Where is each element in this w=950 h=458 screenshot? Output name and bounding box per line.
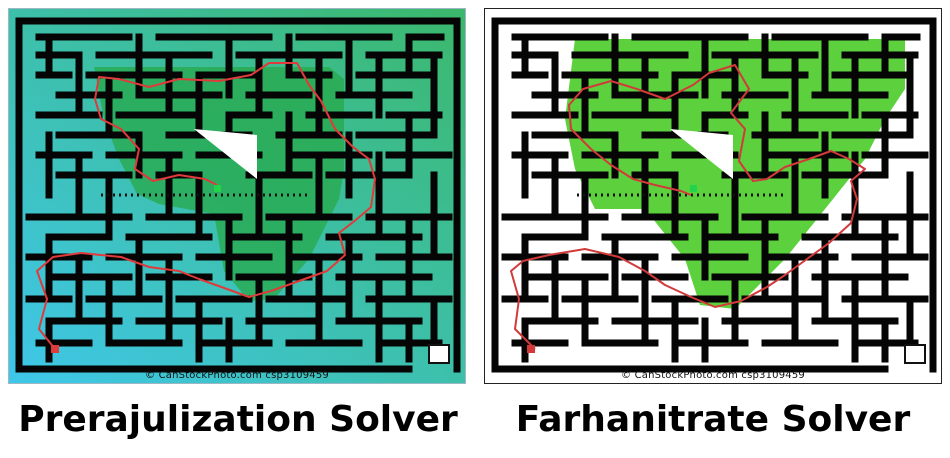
right-watermark: © CanStockPhoto.com csp3109459: [621, 370, 805, 381]
exit-square: [904, 344, 926, 364]
unexplored-patch: [670, 129, 733, 179]
solver-region: [94, 67, 344, 301]
farhanitrate-maze-image: [485, 9, 941, 383]
farhanitrate-solver-caption: Farhanitrate Solver: [515, 399, 911, 440]
solution-path: [36, 62, 376, 350]
prerajulization-maze-panel: © CanStockPhoto.com csp3109459: [8, 8, 466, 384]
exit-square: [428, 344, 450, 364]
end-marker: [51, 345, 59, 353]
unexplored-patch: [194, 129, 257, 179]
prerajulization-maze-image: [9, 9, 465, 383]
start-marker: [690, 185, 697, 192]
solution-path: [510, 64, 866, 350]
left-watermark: © CanStockPhoto.com csp3109459: [145, 370, 329, 381]
start-marker: [214, 185, 221, 192]
end-marker: [527, 345, 535, 353]
maze-walls: [491, 17, 937, 373]
farhanitrate-maze-panel: © CanStockPhoto.com csp3109459: [484, 8, 942, 384]
prerajulization-solver-caption: Prerajulization Solver: [18, 399, 458, 440]
